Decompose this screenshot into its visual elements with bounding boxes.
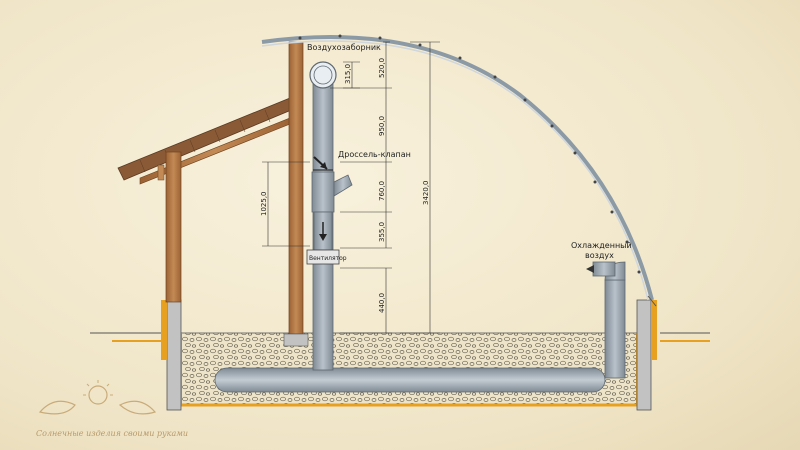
shed-roof [117,97,297,303]
dim-950: 950,0 [378,116,386,136]
dim-440: 440,0 [378,293,386,313]
dim-520: 520,0 [378,58,386,78]
cooled-air-label: Охлажденный [571,241,632,250]
intake-label: Воздухозаборник [307,43,381,52]
watermark-text: Солнечные изделия своими руками [36,429,188,438]
dim-1025: 1025,0 [260,192,268,217]
dim-3420: 3420,0 [422,181,430,206]
dimension-lines [262,41,440,334]
throttle-label: Дроссель-клапан [338,150,411,159]
greenhouse-arc [261,34,657,307]
dim-760: 760,0 [378,181,386,201]
underground-pipe [214,367,606,393]
wall-post [283,41,309,347]
intake-pipe [306,61,353,371]
fan-label: Вентилятор [309,255,347,262]
foundation-right [636,299,657,411]
ground-line [90,332,710,342]
throttle-pointer [313,156,328,170]
dim-315: 315,0 [344,64,352,84]
watermark-logo [38,380,157,415]
foundation-left [161,299,182,411]
outlet-pipe [586,261,626,379]
dim-355: 355,0 [378,222,386,242]
cooled-air-label-2: воздух [585,251,614,260]
fan-box [306,249,340,265]
flow-down-arrow [319,222,327,241]
